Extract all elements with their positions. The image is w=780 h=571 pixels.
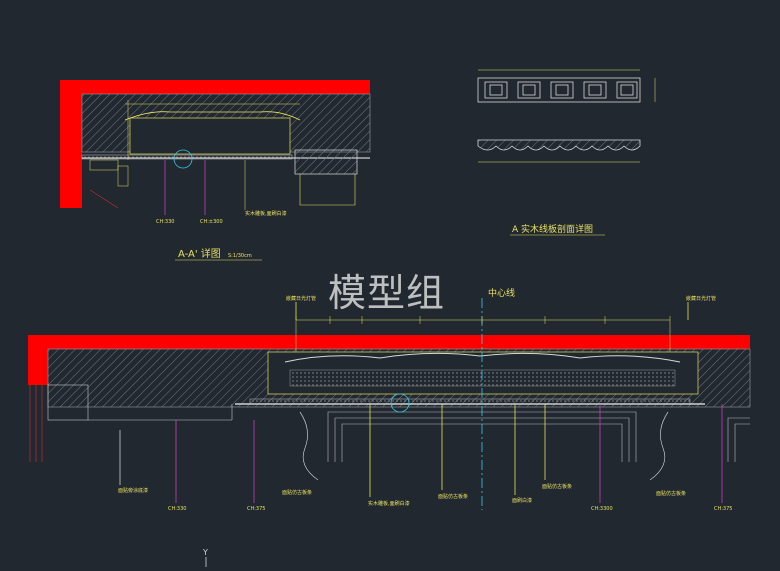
detail-a: A 实木线板剖面详图 xyxy=(477,69,656,236)
main-label-b0: 面贴旁涂底漆 xyxy=(118,487,148,494)
detail-aa-marker-circle xyxy=(173,149,193,169)
main-label-b9: 面贴仿古板条 xyxy=(656,490,686,497)
detail-a-panels xyxy=(477,77,641,103)
ucs-y-label: Y xyxy=(202,548,208,557)
detail-a-title: A 实木线板剖面详图 xyxy=(512,223,593,235)
main-wall-left xyxy=(28,335,48,385)
main-label-b10: CH:375 xyxy=(714,506,732,512)
detail-aa-wall-left xyxy=(60,80,82,208)
detail-aa-recess xyxy=(129,117,291,155)
main-marker-circle xyxy=(390,393,410,413)
main-light-strip xyxy=(289,369,676,387)
main-label-right-callout: 嵌藏日光灯管 xyxy=(686,295,716,302)
main-label-b5: 面贴仿古板条 xyxy=(438,493,468,500)
detail-aa-label-board: 实木雕板,面刷白漆 xyxy=(245,210,287,217)
detail-aa-title: A-A' 详图 xyxy=(178,247,221,260)
detail-aa-ceiling-board xyxy=(81,154,293,160)
main-ceiling-board xyxy=(249,398,691,405)
main-label-b6: 面刷白漆 xyxy=(512,497,532,504)
detail-aa-molding xyxy=(124,111,301,121)
detail-aa-right-box xyxy=(294,149,358,175)
main-leaders xyxy=(119,302,723,503)
main-center-line-label: 中心线 xyxy=(488,287,515,299)
main-label-b7: 面贴仿古板条 xyxy=(542,483,572,490)
main-section: 中心线 xyxy=(28,287,751,512)
main-label-b2: CH:375 xyxy=(247,506,265,512)
main-molding-wave xyxy=(284,352,681,363)
main-dim-ticks xyxy=(295,316,671,352)
detail-aa: CH:330 CH:±300 实木雕板,面刷白漆 A-A' 详图 S:1/30c… xyxy=(60,80,371,261)
main-label-b3: 面贴仿古板条 xyxy=(282,489,312,496)
main-label-b8: CH:3300 xyxy=(591,506,613,512)
detail-aa-scale: S:1/30cm xyxy=(228,253,252,259)
main-lower-frame xyxy=(327,411,750,462)
detail-a-molding-profile xyxy=(477,139,641,151)
detail-aa-small-parts xyxy=(89,159,129,209)
detail-aa-wall-top xyxy=(60,80,370,94)
detail-aa-label-ch330: CH:330 xyxy=(156,219,174,225)
main-label-b4: 实木雕板,面刷白漆 xyxy=(368,500,410,507)
detail-aa-right-frame xyxy=(299,174,356,206)
main-label-left-callout: 嵌藏日光灯管 xyxy=(286,295,316,302)
watermark: 模型组 xyxy=(328,271,446,315)
ucs-axis-icon: Y xyxy=(202,548,208,567)
main-label-b1: CH:330 xyxy=(168,506,186,512)
main-left-structure xyxy=(29,384,233,462)
main-wavy-supports xyxy=(299,411,669,481)
main-wall-top xyxy=(28,335,750,349)
detail-aa-label-ch300: CH:±300 xyxy=(200,219,223,225)
